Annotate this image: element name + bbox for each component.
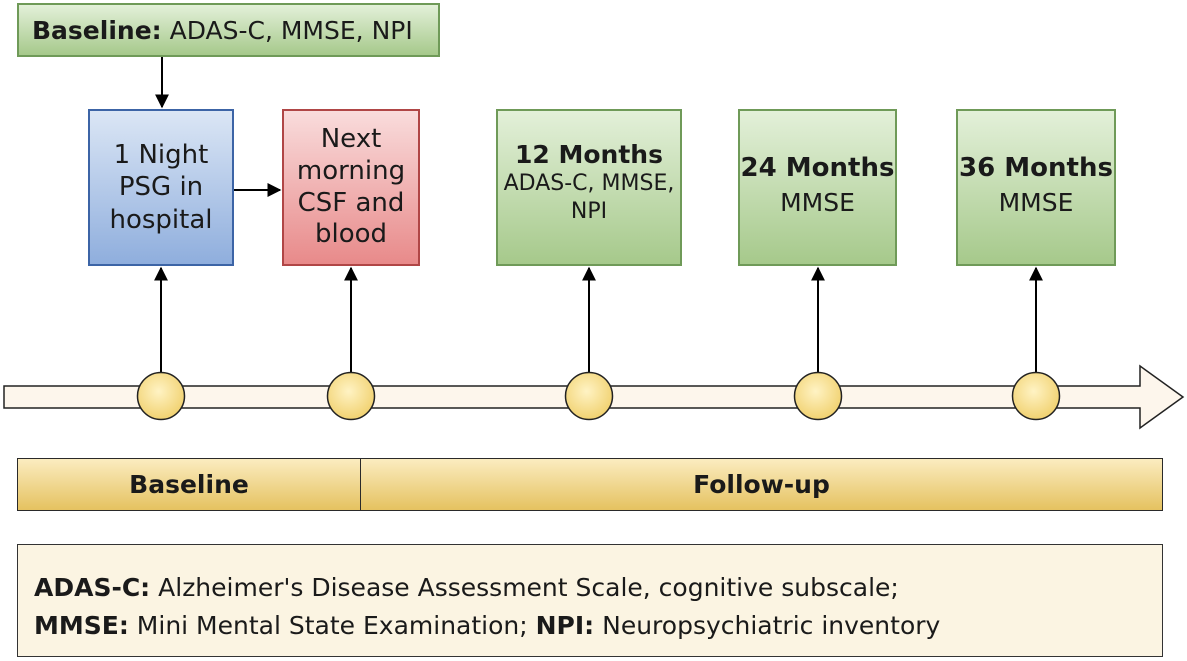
baseline-assessment-label: Baseline: bbox=[32, 15, 162, 45]
month-12-title: 12 Months bbox=[515, 140, 663, 169]
month-24-title: 24 Months bbox=[740, 153, 895, 183]
legend-line-1: ADAS-C: Alzheimer's Disease Assessment S… bbox=[34, 569, 1162, 607]
night-psg-line: 1 Night bbox=[113, 139, 209, 170]
legend-def-npi: Neuropsychiatric inventory bbox=[602, 610, 941, 640]
month-24-text: MMSE bbox=[780, 188, 855, 218]
night-psg-line: hospital bbox=[109, 204, 213, 235]
morning-csf-line: morning bbox=[296, 155, 406, 186]
abbreviation-legend: ADAS-C: Alzheimer's Disease Assessment S… bbox=[17, 544, 1163, 657]
morning-csf-box: Next morning CSF and blood bbox=[282, 109, 420, 266]
morning-csf-line: CSF and bbox=[297, 187, 405, 218]
morning-csf-line: blood bbox=[314, 219, 388, 250]
phase-baseline: Baseline bbox=[18, 459, 361, 510]
night-psg-box: 1 Night PSG in hospital bbox=[88, 109, 234, 266]
legend-def-mmse: Mini Mental State Examination; bbox=[136, 610, 528, 640]
timeline-node-morning bbox=[326, 371, 376, 421]
timeline-node-night bbox=[136, 371, 186, 421]
morning-csf-line: Next bbox=[320, 123, 382, 154]
phase-bar: Baseline Follow-up bbox=[17, 458, 1163, 511]
month-36-box: 36 Months MMSE bbox=[956, 109, 1116, 266]
legend-line-2: MMSE: Mini Mental State Examination; NPI… bbox=[34, 607, 1162, 645]
month-36-title: 36 Months bbox=[959, 153, 1113, 183]
legend-term-adas: ADAS-C: bbox=[34, 573, 151, 602]
month-12-box: 12 Months ADAS-C, MMSE, NPI bbox=[496, 109, 682, 266]
month-24-box: 24 Months MMSE bbox=[738, 109, 897, 266]
night-psg-line: PSG in bbox=[118, 172, 204, 203]
legend-def-adas: Alzheimer's Disease Assessment Scale, co… bbox=[158, 573, 899, 602]
timeline-node-24m bbox=[793, 371, 843, 421]
timeline-node-12m bbox=[564, 371, 614, 421]
baseline-assessment-text: ADAS-C, MMSE, NPI bbox=[169, 15, 413, 45]
month-36-text: MMSE bbox=[998, 188, 1074, 218]
baseline-assessment-box: Baseline: ADAS-C, MMSE, NPI bbox=[17, 3, 440, 57]
timeline-node-36m bbox=[1011, 371, 1061, 421]
month-12-line: NPI bbox=[570, 198, 608, 224]
phase-followup: Follow-up bbox=[693, 470, 830, 499]
legend-term-mmse: MMSE: bbox=[34, 610, 129, 640]
legend-term-npi: NPI: bbox=[535, 610, 595, 640]
month-12-line: ADAS-C, MMSE, bbox=[503, 171, 675, 197]
